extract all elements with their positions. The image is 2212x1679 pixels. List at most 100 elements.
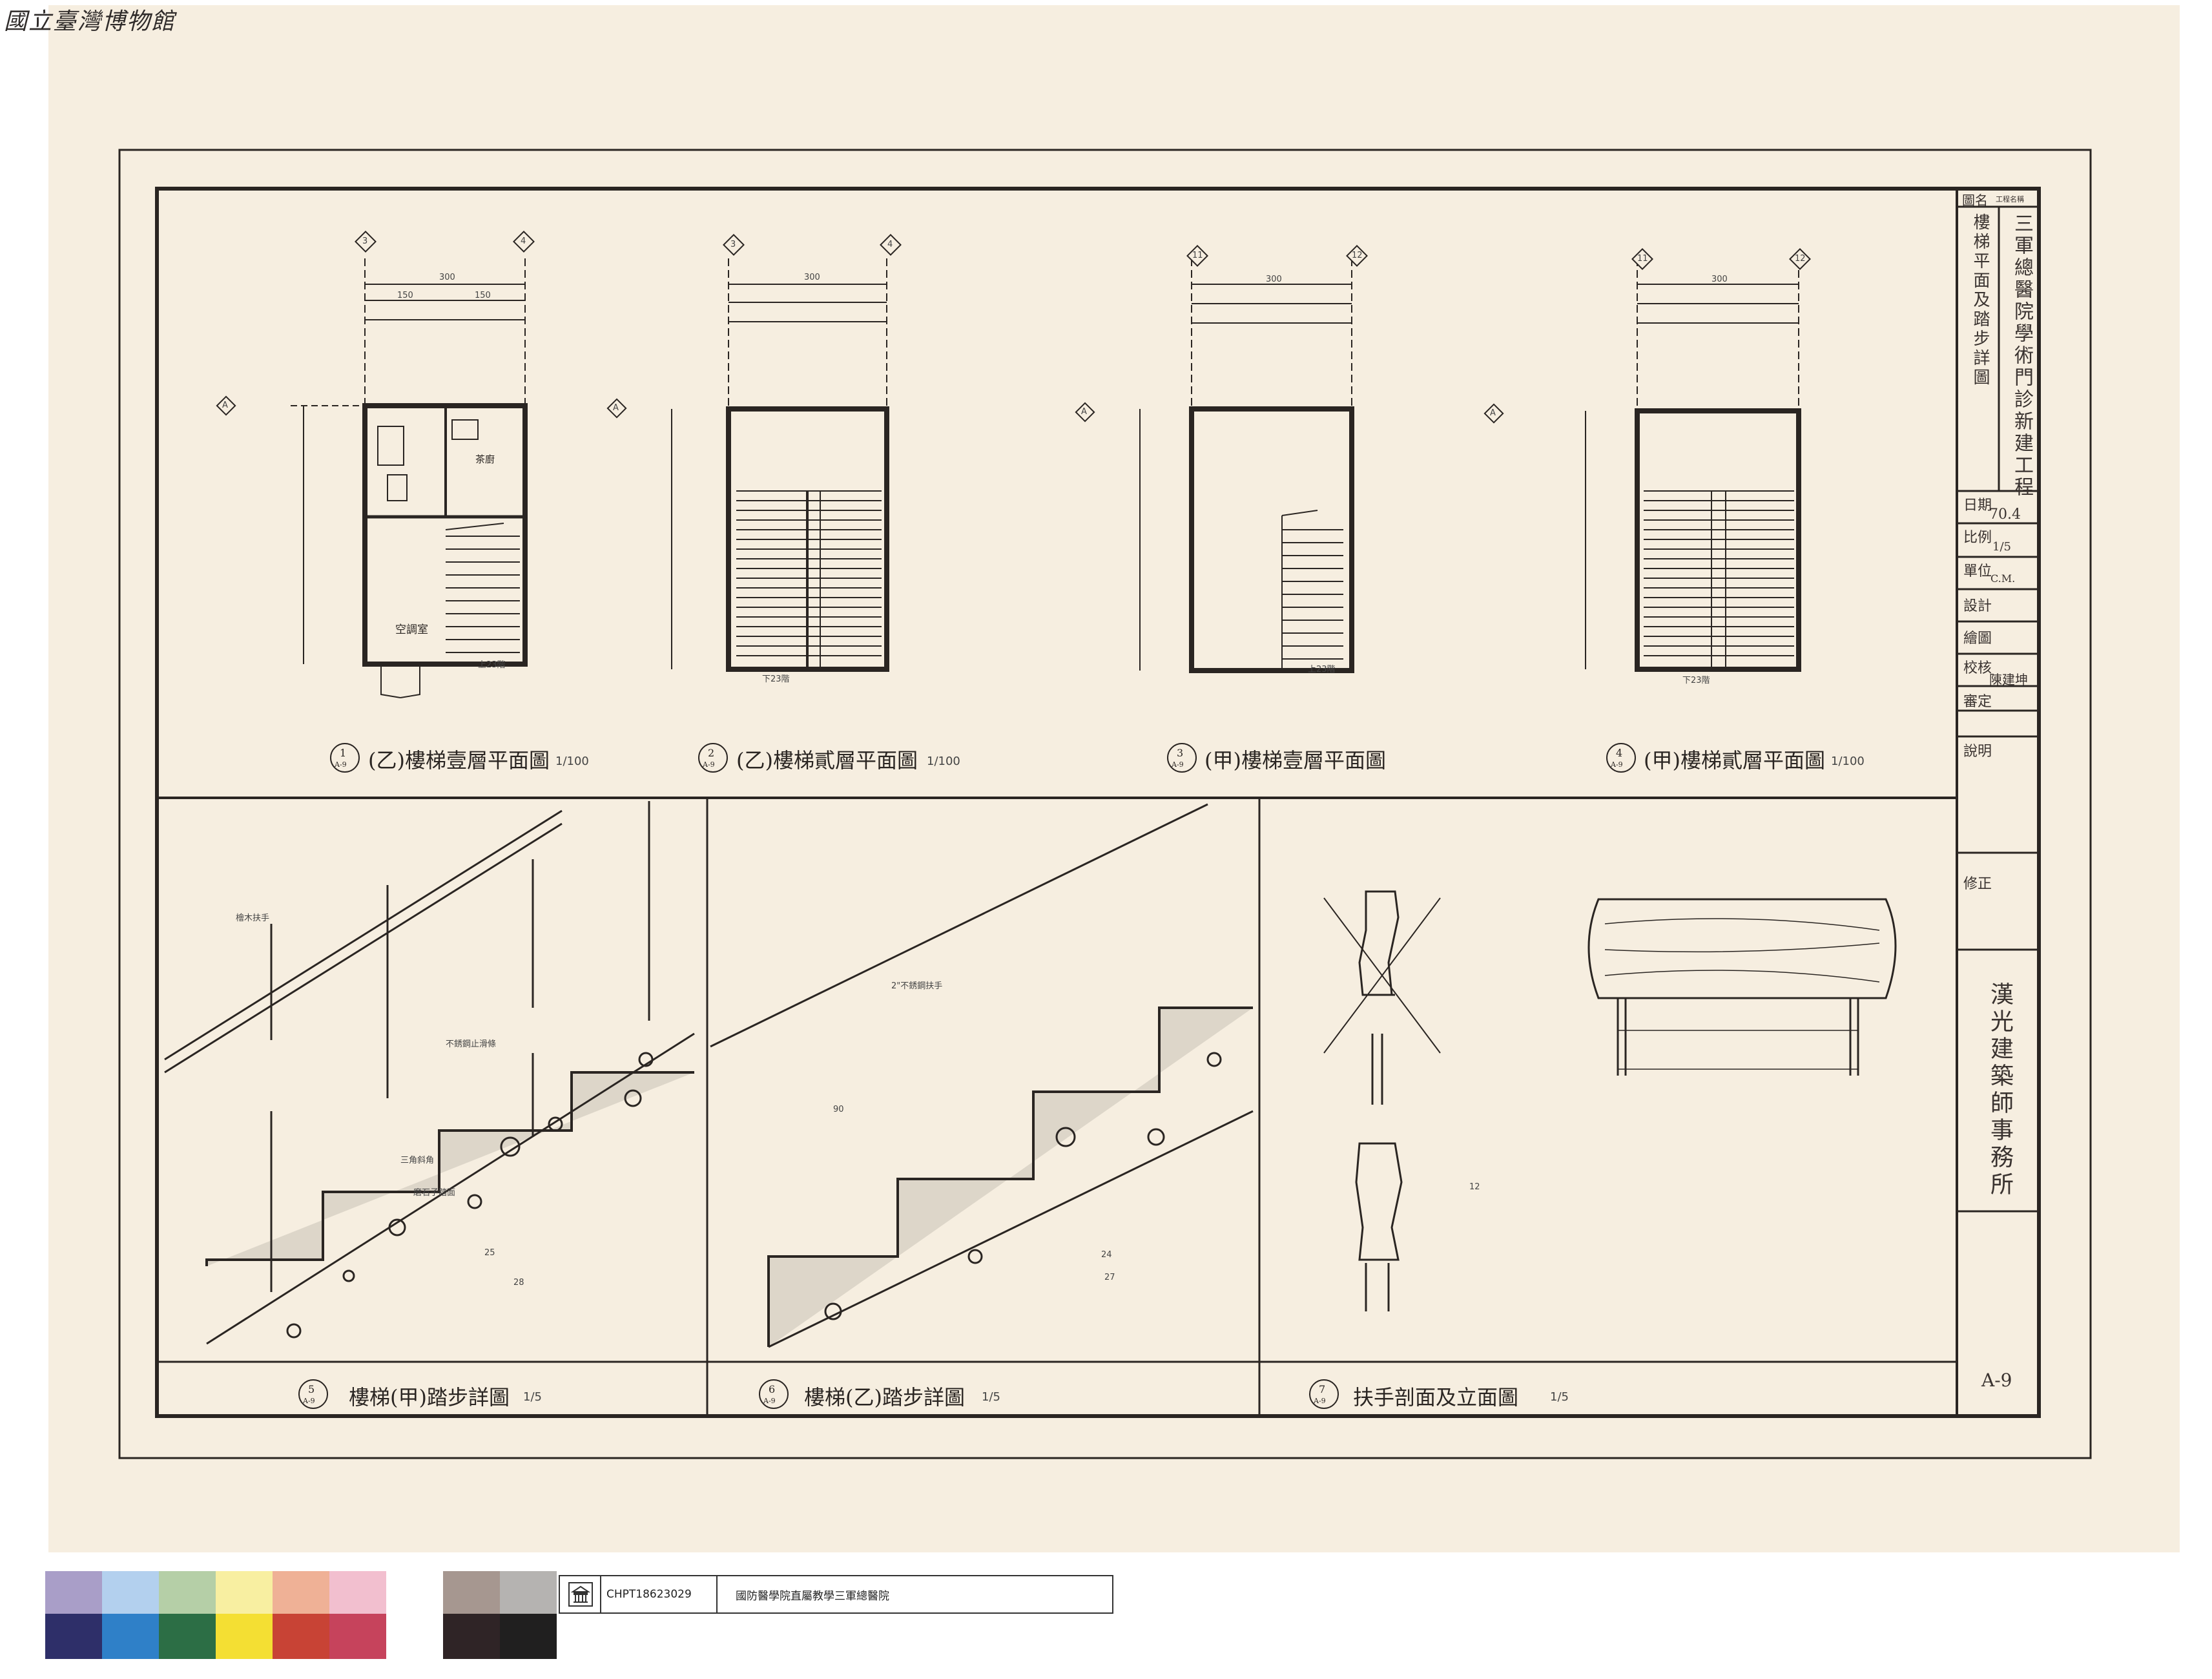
row-mark: A — [1081, 407, 1087, 417]
detail-note: 檜木扶手 — [236, 913, 270, 923]
stair-note: 下23階 — [762, 674, 790, 684]
scale-value: 1/5 — [1992, 540, 2011, 554]
row-mark: A — [222, 401, 228, 410]
drawing-title-5: 樓梯(甲)踏步詳圖 — [349, 1385, 510, 1410]
title-number-3: 3 — [1177, 747, 1184, 759]
swatch — [443, 1614, 500, 1659]
grid-mark: 12 — [1795, 254, 1806, 264]
detail-7 — [1323, 890, 1897, 1311]
grid-bubbles — [216, 231, 1811, 424]
dim-label: 12 — [1469, 1182, 1480, 1192]
dim-label: 300 — [1266, 275, 1282, 284]
drawing-title-3: (甲)樓梯壹層平面圖 — [1204, 748, 1386, 773]
title-ref-1: A-9 — [335, 760, 347, 769]
drawing-scale-6: 1/5 — [982, 1390, 1000, 1404]
drawing-scale-5: 1/5 — [523, 1390, 542, 1404]
swatch — [273, 1571, 329, 1614]
revise-label: 修正 — [1963, 876, 1992, 892]
drawing-title-1: (乙)樓梯壹層平面圖 — [368, 748, 550, 773]
stair-note: 下23階 — [1682, 676, 1710, 685]
date-label: 日期 — [1963, 497, 1992, 514]
swatch — [216, 1571, 273, 1614]
archive-id: CHPT18623029 — [606, 1588, 692, 1601]
title-block-header: 圖名 — [1962, 193, 1988, 208]
drawing-scale-1: 1/100 — [555, 755, 589, 768]
drawing-name: 樓梯平面及踏步詳圖 — [1970, 213, 1990, 388]
draw-label: 繪圖 — [1963, 631, 1992, 647]
grid-mark: 11 — [1192, 251, 1203, 260]
drawing-title-4: (甲)樓梯貳層平面圖 — [1644, 748, 1825, 773]
firm-name: 漢光建築師事務所 — [1987, 982, 2013, 1199]
unit-label: 單位 — [1963, 563, 1992, 579]
title-ref-2: A-9 — [703, 760, 715, 769]
dim-label: 90 — [833, 1105, 844, 1114]
title-ref-7: A-9 — [1314, 1397, 1326, 1405]
plan-3 — [1139, 258, 1354, 673]
detail-note: 不銹鋼止滑條 — [446, 1039, 497, 1049]
plan-1 — [291, 258, 528, 698]
detail-5 — [164, 801, 695, 1345]
title-circles — [298, 743, 1636, 1409]
detail-note: 三角斜角 — [400, 1156, 435, 1165]
title-ref-3: A-9 — [1172, 760, 1184, 769]
museum-logo-icon — [565, 1576, 596, 1612]
drawing-title-7: 扶手剖面及立面圖 — [1353, 1385, 1519, 1410]
stair-note: 上23階 — [478, 660, 506, 670]
swatch — [443, 1571, 500, 1614]
drawing-scale-2: 1/100 — [927, 755, 960, 768]
plan-1-steps — [445, 523, 520, 653]
dim-label: 27 — [1104, 1273, 1115, 1282]
dim-label: 300 — [439, 273, 455, 282]
drawing-scale-4: 1/100 — [1831, 755, 1865, 768]
grid-mark: 12 — [1352, 251, 1363, 260]
project-name: 三軍總醫院學術門診新建工程 — [2010, 213, 2033, 499]
note-label: 說明 — [1963, 744, 1992, 760]
plan-2-steps — [736, 490, 882, 656]
drawing-sheet — [48, 5, 2180, 1552]
plan-4-steps — [1644, 490, 1794, 656]
grid-mark: 4 — [521, 236, 526, 246]
archive-label-bar: CHPT18623029 國防醫學院直屬教學三軍總醫院 — [559, 1575, 1113, 1614]
swatch — [159, 1614, 216, 1659]
swatch — [273, 1614, 329, 1659]
room-label: 茶廚 — [475, 454, 495, 465]
detail-note: 磨石子踏面 — [413, 1188, 456, 1198]
outer-border — [118, 149, 2092, 1459]
swatch — [159, 1571, 216, 1614]
drawing-title-2: (乙)樓梯貳層平面圖 — [736, 748, 918, 773]
check-label: 校核 — [1963, 660, 1992, 676]
swatch — [386, 1571, 443, 1614]
title-number-4: 4 — [1616, 747, 1623, 759]
title-ref-5: A-9 — [303, 1397, 315, 1405]
drawing-scale-7: 1/5 — [1550, 1390, 1569, 1404]
approve-label: 審定 — [1963, 694, 1992, 710]
swatch — [329, 1571, 386, 1614]
watermark: 國立臺灣博物館 — [4, 8, 176, 35]
title-number-5: 5 — [308, 1383, 315, 1395]
swatch — [500, 1571, 557, 1614]
swatch — [500, 1614, 557, 1659]
title-ref-6: A-9 — [763, 1397, 776, 1405]
title-number-2: 2 — [708, 747, 715, 759]
drawing-title-6: 樓梯(乙)踏步詳圖 — [804, 1385, 965, 1410]
plan-4 — [1585, 258, 1801, 672]
grid-mark: 4 — [887, 240, 893, 249]
grid-mark: 3 — [362, 236, 368, 246]
dim-label: 28 — [513, 1278, 524, 1288]
swatch — [102, 1571, 159, 1614]
title-number-6: 6 — [769, 1383, 776, 1395]
row-mark: A — [1490, 408, 1496, 418]
dim-label: 24 — [1101, 1250, 1112, 1260]
plan-2 — [671, 258, 889, 672]
detail-6 — [710, 803, 1254, 1348]
dim-label: 150 — [475, 291, 491, 300]
dim-label: 300 — [1711, 275, 1728, 284]
dim-label: 150 — [397, 291, 413, 300]
project-label: 工程名稱 — [1996, 195, 2024, 203]
swatch — [45, 1614, 102, 1659]
design-label: 設計 — [1963, 598, 1992, 614]
inner-frame — [155, 187, 2041, 1418]
plan-3-steps — [1282, 529, 1343, 660]
sheet-number: A-9 — [1981, 1370, 2012, 1391]
archive-owner: 國防醫學院直屬教學三軍總醫院 — [736, 1589, 889, 1603]
